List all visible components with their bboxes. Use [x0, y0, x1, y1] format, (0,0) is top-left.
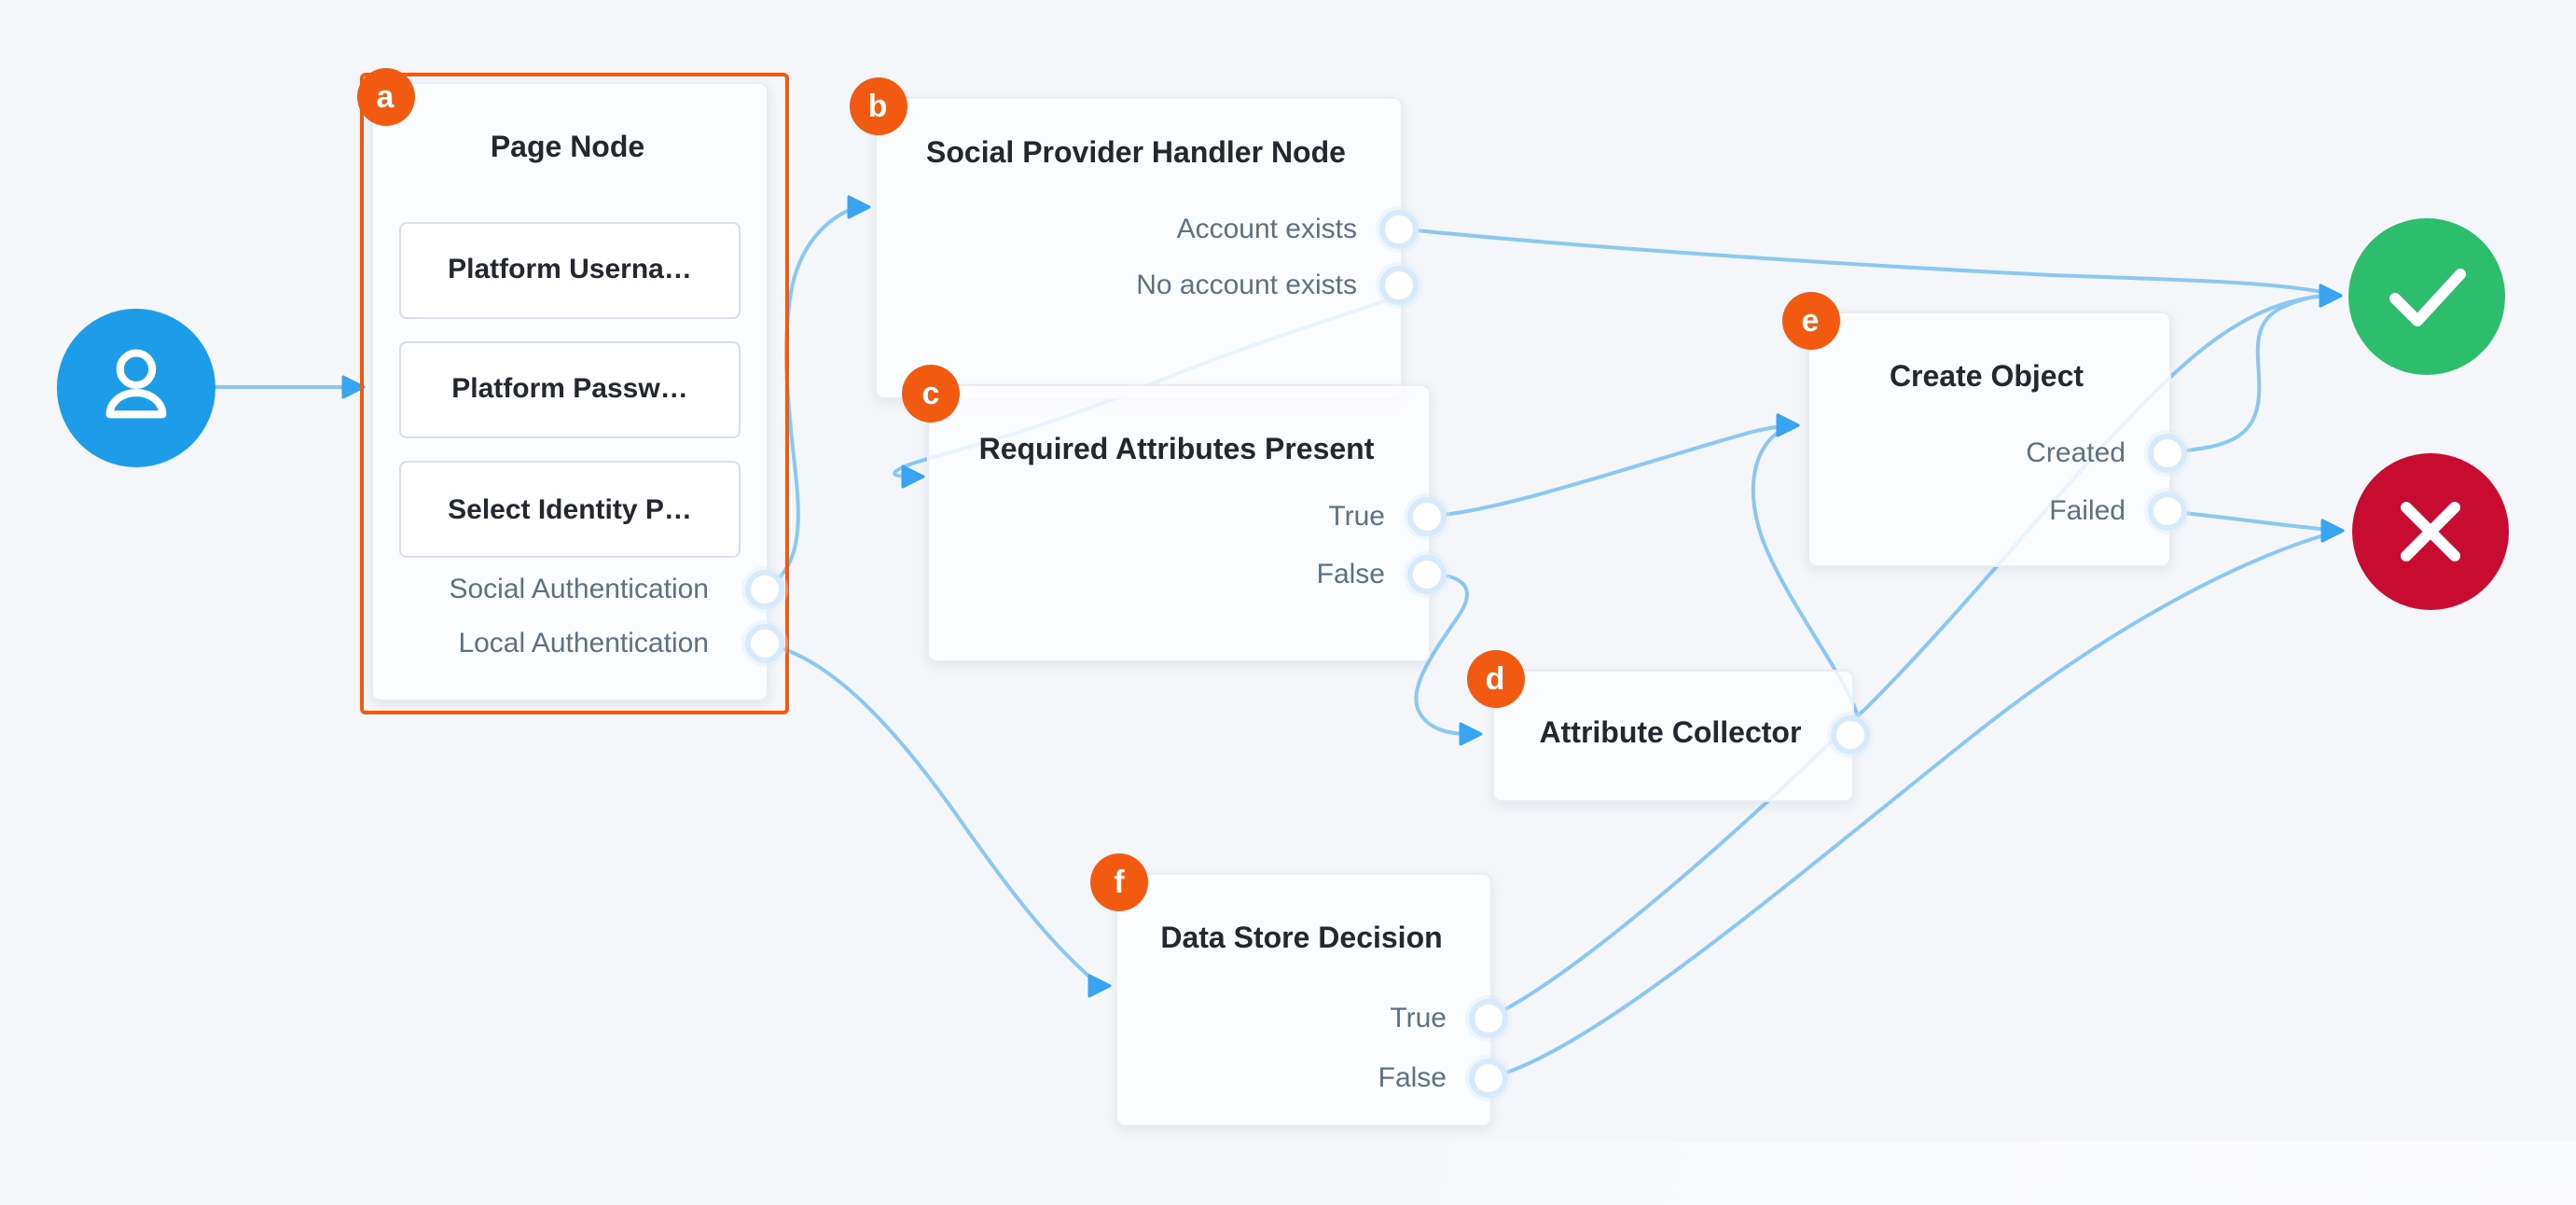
page-node-output-label: Local Authentication [458, 628, 709, 659]
attribute-collector-port-out[interactable] [1830, 714, 1869, 754]
data-store-decision-port-false[interactable] [1468, 1059, 1507, 1098]
social-provider-handler-badge: b [849, 77, 907, 135]
data-store-decision-output-label: True [1390, 1003, 1447, 1034]
required-attributes-present-card[interactable] [927, 384, 1430, 662]
failure-node[interactable] [2351, 452, 2508, 609]
connection-required-attributes-present-false-to-attribute-collector[interactable] [1414, 572, 1470, 736]
create-object-port-created[interactable] [2147, 433, 2186, 472]
required-attributes-present-badge: c [902, 365, 960, 422]
arrowhead-icon [341, 375, 366, 399]
required-attributes-present-port-true[interactable] [1406, 496, 1446, 535]
check-icon [2389, 268, 2466, 325]
attribute-collector-badge: d [1466, 650, 1524, 708]
arrowhead-icon [2320, 519, 2345, 543]
data-store-decision-card[interactable] [1115, 872, 1491, 1127]
success-node[interactable] [2348, 217, 2505, 374]
connection-page-node-local-authentication-to-data-store-decision[interactable] [763, 642, 1099, 985]
arrowhead-icon [1776, 413, 1800, 437]
arrowhead-icon [901, 464, 925, 489]
data-store-decision-output-label: False [1378, 1062, 1447, 1094]
start-node[interactable] [56, 308, 215, 466]
arrowhead-icon [2319, 284, 2343, 308]
arrowhead-icon [847, 195, 871, 219]
attribute-collector-title: Attribute Collector [1539, 717, 1802, 749]
attribute-collector-card[interactable] [1491, 670, 1853, 802]
data-store-decision-port-true[interactable] [1468, 999, 1507, 1038]
page-node-button-2[interactable]: Platform Passw… [399, 340, 741, 437]
page-node-button-1[interactable]: Platform Userna… [399, 221, 741, 318]
social-provider-handler-title: Social Provider Handler Node [926, 137, 1346, 169]
connection-attribute-collector-to-create-object[interactable] [1751, 426, 1861, 736]
social-provider-handler-output-label: No account exists [1136, 269, 1357, 300]
page-node-badge: a [356, 67, 414, 125]
arrowhead-icon [1087, 974, 1112, 998]
page-node-port-social-authentication[interactable] [745, 569, 784, 608]
connection-data-store-decision-true-to-success[interactable] [1486, 294, 2330, 1020]
arrowhead-icon [1459, 722, 1483, 746]
page-node-button-3[interactable]: Select Identity P… [399, 461, 741, 558]
connection-data-store-decision-false-to-failure[interactable] [1486, 532, 2332, 1080]
data-store-decision-title: Data Store Decision [1160, 923, 1443, 955]
required-attributes-present-port-false[interactable] [1406, 554, 1446, 593]
connection-create-object-failed-to-failure[interactable] [2165, 509, 2332, 532]
social-provider-handler-port-no-account-exists[interactable] [1378, 265, 1418, 304]
social-provider-handler-port-account-exists[interactable] [1378, 209, 1418, 248]
page-node-port-local-authentication[interactable] [745, 624, 784, 663]
page-node-selection-outline [360, 72, 788, 714]
connection-social-provider-handler-account-exists-to-success[interactable] [1396, 227, 2330, 295]
x-icon [2400, 501, 2459, 561]
create-object-output-label: Failed [2049, 495, 2126, 527]
page-node-title: Page Node [490, 132, 645, 164]
create-object-output-label: Created [2026, 436, 2126, 468]
page-node-output-label: Social Authentication [449, 573, 709, 604]
user-icon [104, 348, 166, 418]
required-attributes-present-output-label: True [1328, 500, 1385, 532]
create-object-badge: e [1781, 292, 1839, 350]
social-provider-handler-output-label: Account exists [1176, 213, 1357, 244]
required-attributes-present-title: Required Attributes Present [978, 435, 1375, 466]
create-object-title: Create Object [1889, 361, 2084, 393]
required-attributes-present-output-label: False [1316, 558, 1385, 589]
create-object-port-failed[interactable] [2147, 492, 2186, 531]
social-provider-handler-card[interactable] [874, 97, 1402, 399]
create-object-card[interactable] [1807, 312, 2170, 566]
connection-required-attributes-present-true-to-create-object[interactable] [1424, 424, 1787, 518]
data-store-decision-badge: f [1090, 852, 1148, 910]
